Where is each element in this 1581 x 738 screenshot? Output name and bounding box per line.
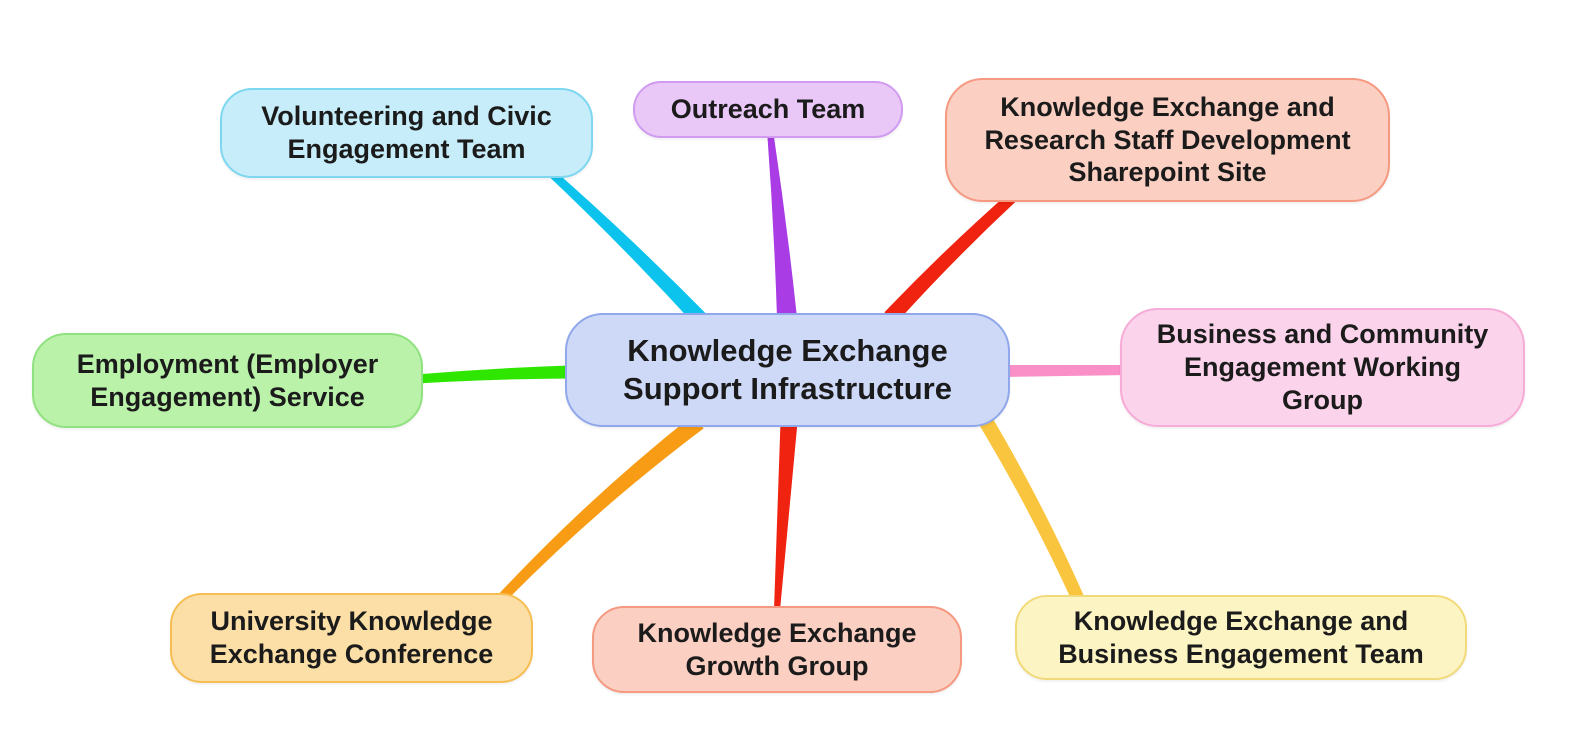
node-ke-research-staff-development-sharepoint-site: Knowledge Exchange and Research Staff De…	[945, 78, 1390, 202]
node-business-community-engagement-working-group: Business and Community Engagement Workin…	[1120, 308, 1525, 427]
node-employment-employer-engagement-service: Employment (Employer Engagement) Service	[32, 333, 423, 428]
connector-growth	[774, 421, 798, 611]
node-label: Knowledge Exchange Growth Group	[637, 617, 917, 681]
node-outreach-team: Outreach Team	[633, 81, 903, 138]
node-label: Employment (Employer Engagement) Service	[76, 348, 379, 412]
node-ke-business-engagement-team: Knowledge Exchange and Business Engageme…	[1015, 595, 1467, 680]
connector-ke-business	[978, 416, 1086, 606]
connector-conference	[496, 415, 704, 604]
node-university-ke-conference: University Knowledge Exchange Conference	[170, 593, 533, 683]
node-label: Outreach Team	[670, 94, 866, 125]
connector-business	[1002, 365, 1131, 377]
node-label: University Knowledge Exchange Conference	[209, 606, 494, 669]
connector-outreach	[767, 129, 797, 319]
node-label: Business and Community Engagement Workin…	[1156, 319, 1489, 415]
node-label: Knowledge Exchange and Research Staff De…	[984, 91, 1351, 188]
node-label: Volunteering and Civic Engagement Team	[261, 101, 552, 164]
node-label: Knowledge Exchange and Business Engageme…	[1058, 605, 1424, 669]
node-ke-growth-group: Knowledge Exchange Growth Group	[592, 606, 962, 693]
node-volunteering-civic-engagement-team: Volunteering and Civic Engagement Team	[220, 88, 593, 178]
connector-volunteering	[545, 167, 709, 328]
central-node: Knowledge Exchange Support Infrastructur…	[565, 313, 1010, 427]
central-node-label: Knowledge Exchange Support Infrastructur…	[623, 333, 952, 406]
connector-sharepoint	[884, 188, 1022, 324]
connector-employment	[415, 365, 571, 384]
